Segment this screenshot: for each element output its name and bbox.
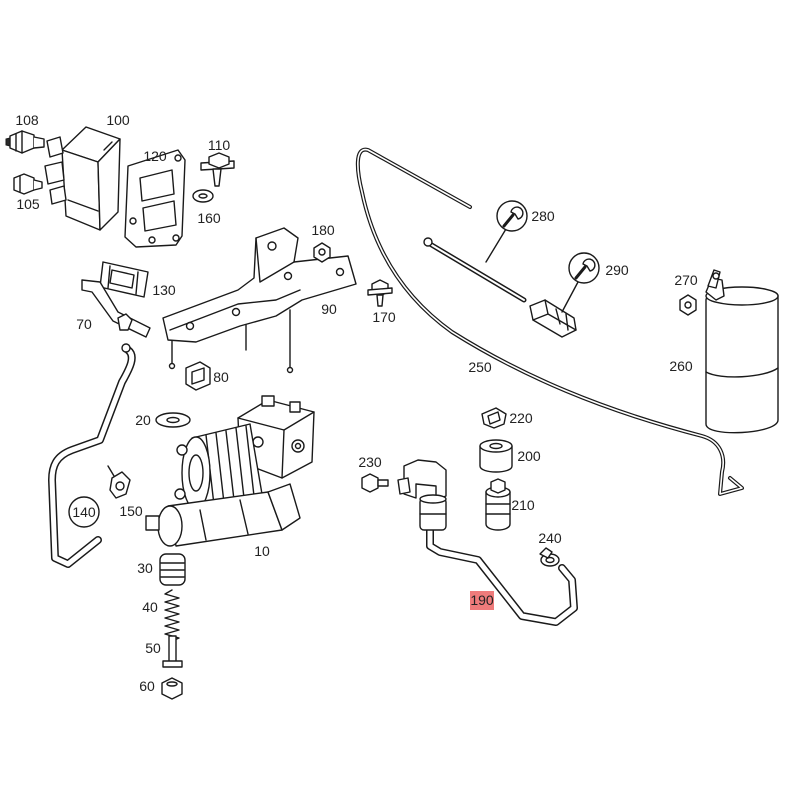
callout-250: 250: [468, 359, 492, 375]
wrench-icon: [568, 252, 600, 284]
part-280-rod: [423, 228, 527, 303]
part-170-bolt: [367, 279, 393, 307]
part-190-valve-assembly: [397, 459, 578, 626]
callout-170: 170: [372, 309, 396, 325]
callout-80: 80: [213, 369, 229, 385]
part-200-solenoid: [479, 439, 513, 473]
part-160-washer: [192, 189, 214, 203]
part-140-pipe: [48, 343, 136, 568]
callout-50: 50: [145, 640, 161, 656]
callout-105: 105: [16, 196, 40, 212]
part-210-valve: [485, 478, 511, 531]
callout-190-highlight: [470, 591, 494, 610]
callout-190: 190: [470, 592, 494, 608]
callout-140-circle: [68, 496, 100, 528]
part-70-strap-bracket: [81, 279, 151, 338]
part-240-clamp: [539, 547, 560, 567]
callout-240: 240: [538, 530, 562, 546]
callout-160: 160: [197, 210, 221, 226]
callout-230: 230: [358, 454, 382, 470]
part-30-rubber-damper: [159, 553, 186, 586]
part-105-connector: [13, 173, 43, 195]
part-260-reservoir: [705, 269, 779, 434]
callout-270: 270: [674, 272, 698, 288]
part-250-air-line: [355, 147, 744, 496]
part-270-nut: [679, 294, 697, 316]
part-60-nut: [161, 677, 183, 700]
part-10-compressor: [145, 395, 315, 547]
callout-130: 130: [152, 282, 176, 298]
callout-220: 220: [509, 410, 533, 426]
part-50-bolt: [162, 635, 183, 668]
callout-280: 280: [531, 208, 555, 224]
callout-20: 20: [135, 412, 151, 428]
callout-70: 70: [76, 316, 92, 332]
part-40-spring: [164, 589, 180, 642]
part-20-washer: [155, 412, 191, 428]
part-230-bolt: [361, 473, 389, 493]
callout-108: 108: [15, 112, 39, 128]
callout-60: 60: [139, 678, 155, 694]
part-120-gasket: [124, 149, 186, 248]
part-108-connector: [5, 130, 45, 154]
callout-180: 180: [311, 222, 335, 238]
callout-30: 30: [137, 560, 153, 576]
callout-90: 90: [321, 301, 337, 317]
callout-260: 260: [669, 358, 693, 374]
callout-200: 200: [517, 448, 541, 464]
callout-100: 100: [106, 112, 130, 128]
part-80-clip: [185, 361, 211, 391]
callout-110: 110: [208, 137, 231, 153]
part-100-control-unit: [44, 126, 121, 231]
part-150-clip: [107, 465, 131, 499]
callout-120: 120: [143, 148, 167, 164]
callout-210: 210: [511, 497, 535, 513]
part-110-bolt: [200, 152, 235, 187]
part-130-rubber-mount: [99, 261, 149, 298]
wrench-icon: [496, 200, 528, 232]
callout-10: 10: [254, 543, 270, 559]
part-90-bracket: [162, 227, 357, 374]
callout-40: 40: [142, 599, 158, 615]
part-220-clip: [481, 407, 507, 429]
callout-290: 290: [605, 262, 629, 278]
part-180-nut: [313, 242, 331, 263]
callout-150: 150: [119, 503, 143, 519]
callout-140: 140: [72, 504, 96, 520]
part-290-fitting: [529, 281, 579, 338]
